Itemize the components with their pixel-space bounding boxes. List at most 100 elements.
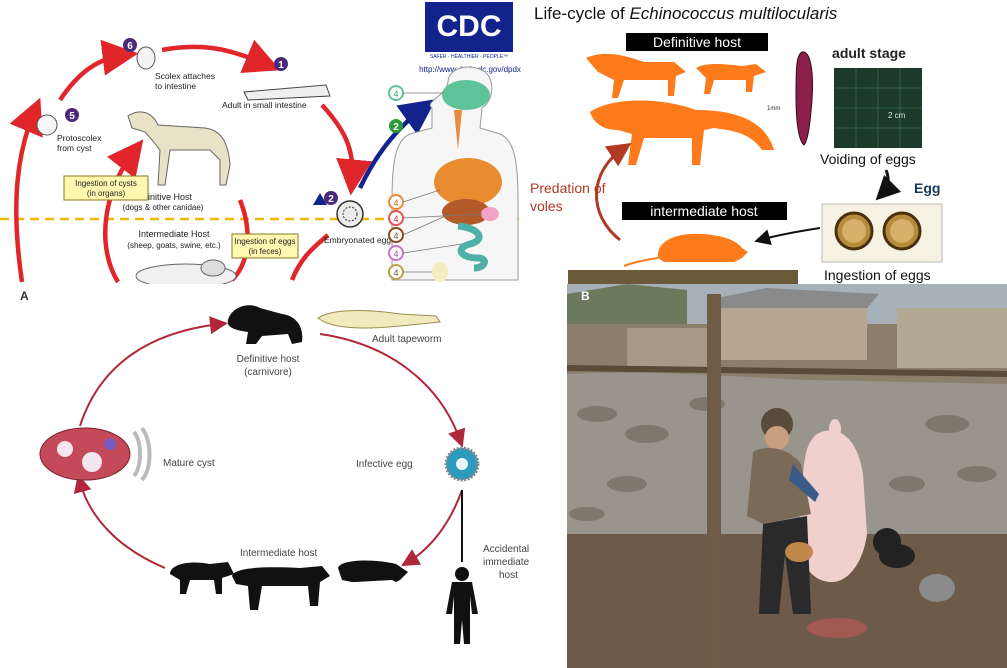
cdc-lifecycle-panel: 6 Scolex attaches to intestine 1 Adult i… bbox=[0, 0, 524, 284]
mature-cyst-icon bbox=[39, 427, 131, 481]
cyst-vesicle-1-icon bbox=[57, 441, 73, 457]
arrow-predation bbox=[595, 143, 632, 242]
intermediate-host-label: Intermediate host bbox=[240, 548, 317, 559]
arrow-eggs-to-vole bbox=[754, 227, 821, 245]
echino-title-prefix: Life-cycle of bbox=[534, 4, 629, 23]
stage-6-label-2: to intestine bbox=[155, 81, 196, 91]
photo-blood-stain bbox=[807, 618, 867, 638]
ingestion-eggs-line1: Ingestion of eggs bbox=[235, 237, 296, 246]
photo-carcass-leg bbox=[829, 419, 841, 439]
organ-marker-brain-label: 4 bbox=[393, 89, 398, 99]
arrow-egg-to-human bbox=[357, 99, 436, 189]
cdc-lifecycle-diagram: 6 Scolex attaches to intestine 1 Adult i… bbox=[0, 2, 524, 284]
stage-6-label-1: Scolex attaches bbox=[155, 71, 215, 81]
human-accidental-host-icon bbox=[446, 582, 478, 644]
stage-2-badge bbox=[324, 191, 338, 205]
photo-brown-dog bbox=[785, 542, 813, 562]
echino-title: Life-cycle of Echinococcus multiloculari… bbox=[534, 4, 838, 23]
organ-marker-heart-label: 4 bbox=[393, 214, 398, 224]
definitive-host-label-1: Definitive host bbox=[237, 354, 300, 365]
intermediate-host-subtitle: (sheep, goats, swine, etc.) bbox=[127, 241, 221, 250]
protoscolex-icon bbox=[36, 114, 58, 136]
voiding-eggs-label: Voiding of eggs bbox=[820, 151, 916, 167]
cdc-logo bbox=[425, 2, 513, 52]
scale-1mm: 1mm bbox=[767, 106, 780, 112]
carnivore-silhouette-icon bbox=[227, 305, 303, 344]
ingestion-cysts-line1: Ingestion of cysts bbox=[75, 179, 137, 188]
egg-label: Egg bbox=[914, 180, 940, 196]
arrow-scolex-to-adult bbox=[161, 39, 281, 73]
dog-definitive-host-icon bbox=[127, 111, 231, 186]
photo-black-dog-body bbox=[879, 544, 915, 568]
definitive-host-label: Definitive host bbox=[653, 34, 741, 50]
ingestion-eggs-box bbox=[231, 233, 299, 259]
mature-cyst-label: Mature cyst bbox=[163, 458, 215, 469]
photo-building-wall bbox=[717, 298, 867, 360]
intestine-icon bbox=[457, 222, 488, 272]
leader-line-heart bbox=[402, 213, 483, 219]
ingestion-eggs-line2: (in feces) bbox=[249, 247, 282, 256]
accidental-host-label-2: immediate bbox=[483, 557, 530, 568]
cow-silhouette-icon bbox=[232, 566, 330, 610]
scale-2cm: 2 cm bbox=[888, 111, 906, 120]
intermediate-host-label-bg bbox=[622, 202, 787, 220]
accidental-host-label-3: host bbox=[499, 570, 518, 581]
vole-tail-icon bbox=[623, 257, 659, 267]
cyst-vesicle-3-icon bbox=[104, 438, 116, 450]
arrow-egg-to-intermediate bbox=[401, 489, 463, 567]
bone-icon bbox=[432, 262, 448, 282]
echino-title-species: Echinococcus multilocularis bbox=[629, 4, 837, 23]
leader-line-lung bbox=[402, 189, 441, 203]
stage-5-badge bbox=[65, 108, 79, 122]
stage-5-number: 5 bbox=[69, 111, 75, 122]
adult-stage-label: adult stage bbox=[832, 45, 906, 61]
predation-label-2: voles bbox=[530, 198, 563, 214]
photo-grey-cat bbox=[919, 574, 955, 602]
fox-large-icon bbox=[590, 100, 774, 165]
photo-man-arm bbox=[789, 464, 819, 502]
leader-line-liver bbox=[402, 213, 451, 236]
photo-stones bbox=[569, 397, 997, 521]
bottom-strip-image bbox=[568, 270, 798, 284]
cycle-a-diagram: A Definitive host (carnivore) Adult tape… bbox=[20, 289, 530, 644]
adult-tapeworm-a-icon bbox=[317, 310, 441, 329]
accidental-host-label-1: Accidental bbox=[483, 544, 529, 555]
embryonated-egg-icon bbox=[336, 200, 364, 228]
intermediate-host-label: intermediate host bbox=[650, 203, 758, 219]
ingestion-eggs-label: Ingestion of eggs bbox=[824, 267, 931, 283]
photo-hill bbox=[567, 284, 687, 324]
cdc-logo-text: CDC bbox=[437, 10, 502, 43]
arrow-intermediate-to-cyst bbox=[73, 474, 166, 569]
stage-5-label-2: from cyst bbox=[57, 143, 92, 153]
definitive-host-title: Definitive Host bbox=[134, 192, 193, 202]
definitive-host-label-bg bbox=[626, 33, 768, 51]
vole-icon bbox=[657, 233, 748, 262]
organ-marker-liver-label: 4 bbox=[393, 231, 398, 241]
cdc-logo-tagline: SAFER · HEALTHIER · PEOPLE™ bbox=[430, 54, 508, 60]
photo-building-left bbox=[627, 328, 717, 368]
scolex-icon bbox=[136, 46, 156, 70]
arrow-host-to-egg bbox=[319, 333, 466, 448]
lungs-icon bbox=[434, 158, 502, 206]
definitive-host-label-2: (carnivore) bbox=[244, 367, 292, 378]
embryonated-egg-inner-icon bbox=[342, 206, 358, 222]
slaughter-photo: B bbox=[567, 284, 1007, 668]
arrow-protoscolex-to-scolex bbox=[58, 39, 139, 102]
ingestion-cysts-line2: (in organs) bbox=[87, 189, 126, 198]
stage-2-label: Embryonated egg in feces bbox=[324, 235, 423, 245]
brain-icon bbox=[442, 80, 490, 110]
arrow-adult-to-egg bbox=[320, 103, 373, 196]
panel-letter-a: A bbox=[20, 289, 29, 303]
photo-carcass bbox=[798, 430, 867, 583]
photo-building-right bbox=[897, 308, 1007, 368]
photo-crossbeam bbox=[567, 365, 1007, 377]
egg-left-inner-icon bbox=[842, 219, 866, 243]
photo-wooden-post bbox=[707, 294, 721, 668]
photo-man-face bbox=[765, 426, 789, 450]
cyst-wall-icon bbox=[132, 426, 152, 482]
pig-silhouette-icon bbox=[338, 560, 408, 582]
cycle-a-panel: A Definitive host (carnivore) Adult tape… bbox=[0, 284, 567, 668]
arrow-cyst-to-protoscolex bbox=[9, 97, 43, 283]
human-stage-2-number: 2 bbox=[393, 122, 399, 133]
fox-small-left-icon bbox=[586, 53, 686, 98]
